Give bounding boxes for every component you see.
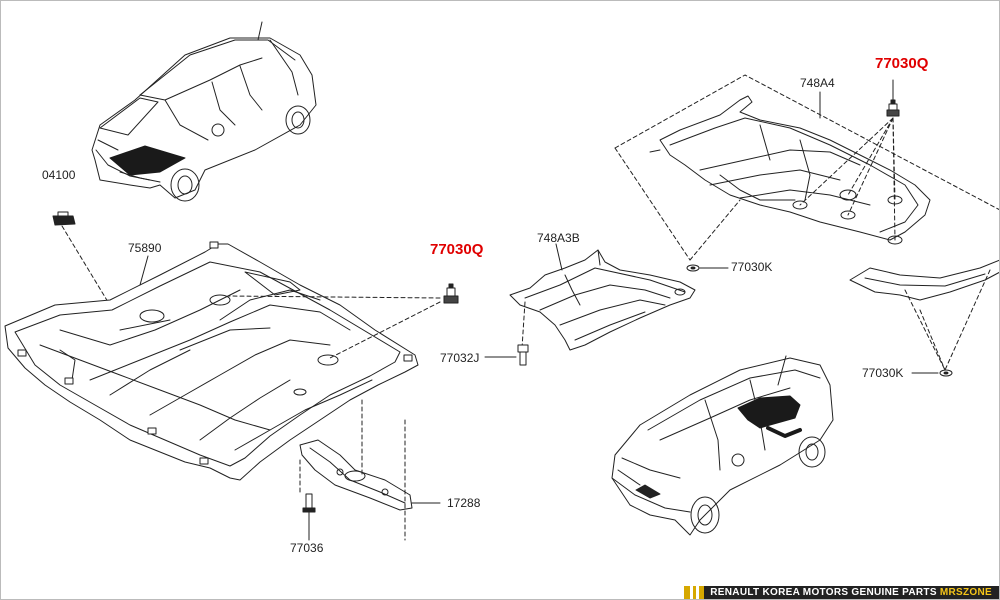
- label-77030K-mid: 77030K: [731, 260, 773, 274]
- footer-banner: RENAULT KOREA MOTORS GENUINE PARTS MRSZO…: [684, 586, 1000, 600]
- part-77030Q-nut-right: [886, 79, 900, 117]
- label-77032J: 77032J: [440, 351, 480, 365]
- part-77030Q-nut-left: [443, 283, 459, 304]
- part-04100-clip: [52, 211, 109, 303]
- label-77030K-right: 77030K: [862, 366, 904, 380]
- part-77030K-washer-right: [911, 369, 953, 377]
- footer-brand: MRSZONE: [939, 587, 992, 598]
- label-748A3B: 748A3B: [537, 231, 580, 245]
- label-77030Q-left: 77030Q: [430, 241, 484, 258]
- part-75890-underbody-shield: [4, 241, 419, 481]
- part-17288-bracket: [299, 399, 441, 541]
- label-17288: 17288: [447, 496, 481, 510]
- footer-text: RENAULT KOREA MOTORS GENUINE PARTS: [710, 587, 937, 598]
- part-748A3B-shield: [509, 243, 696, 351]
- label-748A4: 748A4: [800, 76, 835, 90]
- label-75890: 75890: [128, 241, 162, 255]
- car-illustration-bottom-right: [611, 355, 834, 536]
- label-04100: 04100: [42, 168, 76, 182]
- car-illustration-top-left: [91, 21, 317, 202]
- part-77030K-washer-mid: [686, 264, 729, 272]
- label-77030Q-right: 77030Q: [875, 55, 929, 72]
- leader-lines-77030Q-left: [227, 295, 441, 359]
- part-77032J-screw: [484, 344, 529, 366]
- part-748A4-shield: [614, 74, 1000, 261]
- part-side-strip: [849, 259, 1000, 371]
- label-77036: 77036: [290, 541, 324, 555]
- part-77036-bolt: [302, 493, 316, 541]
